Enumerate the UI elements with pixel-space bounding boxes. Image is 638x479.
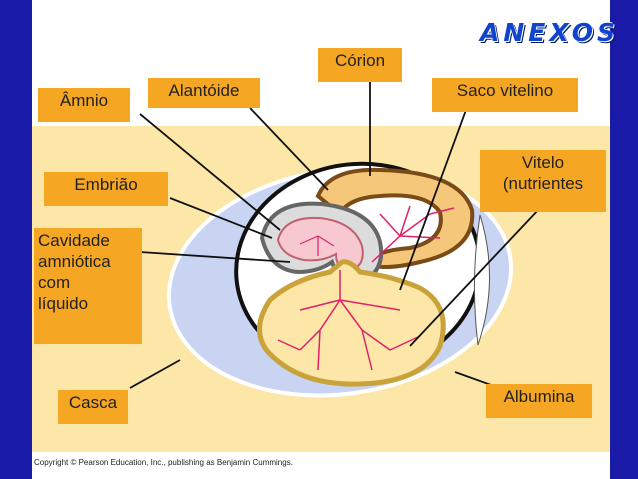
albumina-crescent <box>473 214 490 346</box>
label-albumina: Albumina <box>486 384 592 418</box>
label-amnio: Âmnio <box>38 88 130 122</box>
label-vitelo-sub: (nutrientes <box>502 174 584 193</box>
label-corio-text: Córion <box>334 51 386 70</box>
label-cavidade-amniotica: Cavidade amniótica com líquido <box>34 228 142 344</box>
label-cavidade-line-1: Cavidade <box>38 231 110 250</box>
yolk-vessels <box>277 270 421 371</box>
label-embriao-text: Embrião <box>74 175 138 194</box>
label-amnio-text: Âmnio <box>59 91 109 110</box>
label-cavidade-line-2: amniótica <box>38 252 111 271</box>
label-embriao: Embrião <box>44 172 168 206</box>
yolk-sac <box>257 259 446 387</box>
label-saco-vitelino: Saco vitelino <box>432 78 578 112</box>
label-vitelo-text: Vitelo <box>521 153 565 172</box>
embryo-vessels <box>299 235 335 256</box>
label-alantoide-text: Alantóide <box>168 81 240 100</box>
label-vitelo: Vitelo (nutrientes <box>480 150 606 212</box>
copyright: Copyright © Pearson Education, Inc., pub… <box>34 458 293 467</box>
label-saco-vitelino-text: Saco vitelino <box>456 81 554 100</box>
allantois-vessels <box>371 205 455 263</box>
label-cavidade-line-4: líquido <box>38 294 89 313</box>
label-corio: Córion <box>318 48 402 82</box>
leader-lines <box>129 80 541 391</box>
title: ANEXOS <box>480 18 619 47</box>
label-cavidade-line-3: com <box>38 273 71 292</box>
label-albumina-text: Albumina <box>503 387 575 406</box>
label-casca: Casca <box>58 390 128 424</box>
label-alantoide: Alantóide <box>148 78 260 108</box>
label-casca-text: Casca <box>68 393 118 412</box>
